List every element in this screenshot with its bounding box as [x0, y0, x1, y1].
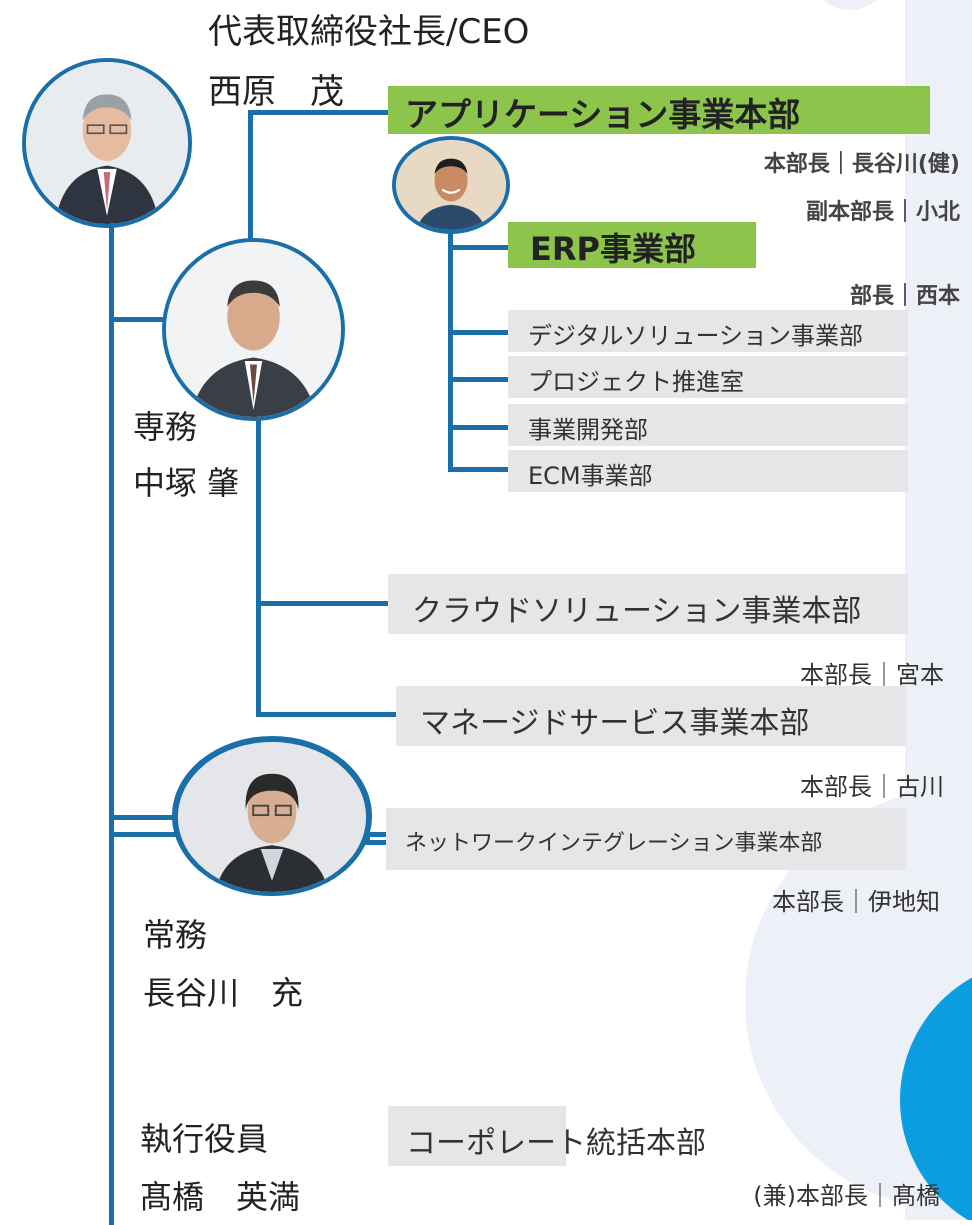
app-division-name: アプリケーション事業本部	[405, 95, 801, 134]
erp-department-box	[508, 310, 908, 352]
ceo-title: 代表取締役社長/CEO	[208, 12, 530, 52]
line-to-network	[365, 840, 390, 845]
branch-to-md	[109, 815, 179, 820]
md-title: 常務	[143, 916, 208, 954]
line-to-dept-2	[448, 377, 508, 382]
corporate-head: (兼)本部長｜髙橋	[753, 1182, 940, 1210]
erp-department-label: 事業開発部	[528, 416, 648, 444]
erp-department-box	[508, 404, 908, 446]
md-name: 長谷川 充	[143, 974, 304, 1012]
ceo-name: 西原 茂	[208, 72, 344, 112]
erp-head: 部長｜西本	[849, 284, 960, 309]
md-photo-frame	[174, 738, 370, 896]
officer-name: 髙橋 英満	[140, 1178, 301, 1216]
line-to-dept-3	[448, 425, 508, 430]
managed-head: 本部長｜古川	[800, 773, 944, 801]
person-icon	[166, 242, 341, 417]
erp-department-label: ECM事業部	[528, 462, 653, 490]
ceo-photo	[22, 58, 192, 228]
network-head: 本部長｜伊地知	[772, 888, 940, 916]
cloud-name: クラウドソリューション事業本部	[412, 594, 862, 629]
senior-md-title: 専務	[133, 408, 198, 446]
erp-header-bar	[508, 222, 756, 268]
erp-department-label: プロジェクト推進室	[528, 368, 744, 396]
network-name: ネットワークインテグレーション事業本部	[405, 831, 823, 856]
line-to-dept-1	[448, 330, 508, 335]
erp-vertical-line	[448, 225, 453, 472]
line-to-erp	[448, 245, 510, 250]
corporate-box	[388, 1106, 566, 1166]
erp-department-label: デジタルソリューション事業部	[528, 322, 864, 350]
line-to-managed	[256, 712, 396, 717]
erp-department-box	[508, 356, 908, 398]
person-icon	[178, 742, 366, 892]
app-division-head-photo	[392, 136, 510, 234]
line-to-dept-4	[448, 467, 508, 472]
cloud-box	[388, 574, 908, 634]
managed-box	[396, 686, 906, 746]
app-division-header-bar	[388, 86, 930, 134]
senior-md-name: 中塚 肇	[133, 464, 240, 502]
erp-name: ERP事業部	[530, 230, 696, 268]
cloud-head: 本部長｜宮本	[800, 661, 944, 689]
officer-title: 執行役員	[140, 1120, 269, 1158]
senior-md-down-line	[256, 395, 261, 717]
branch-to-senior-md	[109, 317, 169, 322]
line-to-app-division	[248, 110, 398, 115]
trunk-line-ceo	[109, 225, 114, 1225]
app-division-deputy: 副本部長｜小北	[805, 200, 960, 225]
line-to-cloud	[256, 601, 388, 606]
network-box	[386, 808, 906, 870]
person-icon	[26, 62, 188, 224]
senior-md-up-line	[248, 110, 253, 242]
senior-md-photo	[162, 238, 345, 421]
corporate-name: コーポレート統括本部	[406, 1126, 706, 1161]
app-division-head: 本部長｜長谷川(健)	[763, 152, 960, 177]
erp-department-box	[508, 450, 908, 492]
managed-name: マネージドサービス事業本部	[420, 706, 810, 741]
person-icon	[396, 140, 506, 230]
